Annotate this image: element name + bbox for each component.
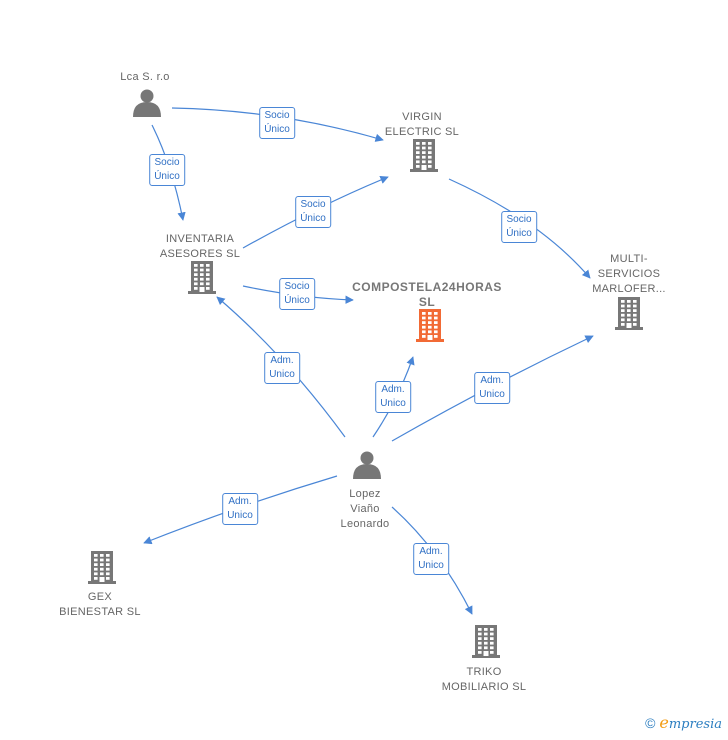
- building-icon-compostela[interactable]: [416, 309, 444, 342]
- edge-label-lopez-multi[interactable]: Adm. Unico: [474, 372, 510, 404]
- node-label-multi[interactable]: MULTI- SERVICIOS MARLOFER...: [592, 253, 666, 295]
- node-label-triko[interactable]: TRIKO MOBILIARIO SL: [441, 666, 527, 693]
- node-label-virgin[interactable]: VIRGIN ELECTRIC SL: [384, 111, 460, 138]
- person-icon-lca[interactable]: [133, 89, 161, 118]
- building-icon-inventaria[interactable]: [188, 261, 216, 294]
- edge-label-lca-inventaria[interactable]: Socio Único: [149, 154, 185, 186]
- node-label-compostela[interactable]: COMPOSTELA24HORAS SL: [352, 280, 502, 309]
- edge-label-lopez-inventaria[interactable]: Adm. Unico: [264, 352, 300, 384]
- node-label-gex[interactable]: GEX BIENESTAR SL: [59, 591, 141, 618]
- node-label-lca[interactable]: Lca S. r.o: [120, 71, 170, 83]
- building-icon-multi[interactable]: [615, 297, 643, 330]
- building-icon-gex[interactable]: [88, 551, 116, 584]
- edge-label-lopez-compostela[interactable]: Adm. Unico: [375, 381, 411, 413]
- brand-logo[interactable]: empresia: [659, 713, 722, 732]
- edge-label-lopez-gex[interactable]: Adm. Unico: [222, 493, 258, 525]
- edge-label-lca-virgin[interactable]: Socio Único: [259, 107, 295, 139]
- node-label-inventaria[interactable]: INVENTARIA ASESORES SL: [159, 233, 241, 260]
- building-icon-virgin[interactable]: [410, 139, 438, 172]
- edge-label-inventaria-compostela[interactable]: Socio Único: [279, 278, 315, 310]
- edge-label-lopez-triko[interactable]: Adm. Unico: [413, 543, 449, 575]
- edge-label-virgin-multi[interactable]: Socio Único: [501, 211, 537, 243]
- copyright-icon: ©: [645, 714, 656, 731]
- building-icon-triko[interactable]: [472, 625, 500, 658]
- footer-brand: © empresia: [645, 713, 722, 732]
- person-icon-lopez[interactable]: [353, 451, 381, 480]
- edge-label-inventaria-virgin[interactable]: Socio Único: [295, 196, 331, 228]
- node-label-lopez[interactable]: Lopez Viaño Leonardo: [340, 488, 390, 530]
